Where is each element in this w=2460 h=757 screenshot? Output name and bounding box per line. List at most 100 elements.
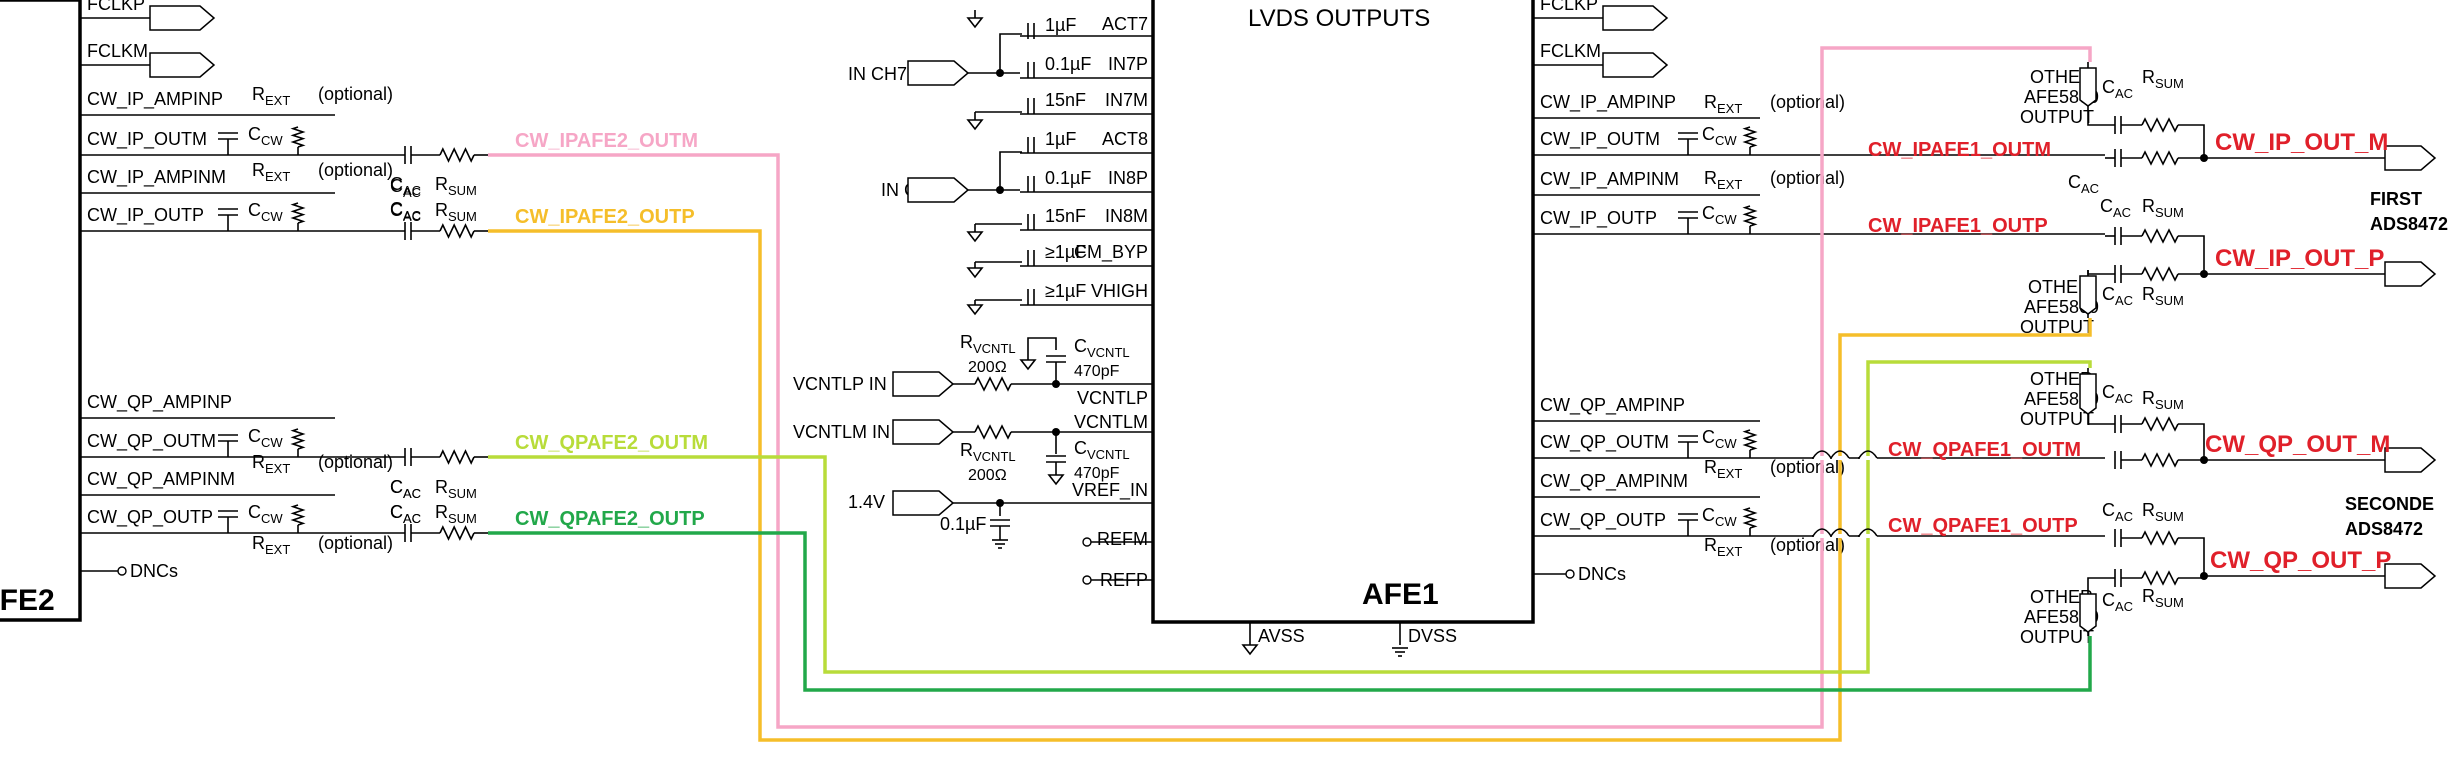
cac-label: CAC bbox=[2102, 382, 2133, 406]
rsum-label: RSUM bbox=[2142, 284, 2184, 308]
optional-label: (optional) bbox=[1770, 168, 1845, 188]
port-symbol bbox=[892, 419, 955, 445]
input-port-label: IN CH7 bbox=[848, 64, 907, 84]
wire bbox=[2178, 235, 2205, 274]
afe2-pin-label: CW_QP_AMPINM bbox=[87, 469, 235, 490]
adc-label: ADS8472 bbox=[2345, 519, 2423, 539]
cvcntl-value: 470pF bbox=[1074, 465, 1120, 482]
resistor-symbol bbox=[2141, 530, 2179, 546]
afe2-outline bbox=[0, 0, 82, 622]
resistor-symbol bbox=[2141, 150, 2179, 166]
wire bbox=[1027, 337, 1057, 360]
input-stub-symbol bbox=[2079, 373, 2097, 415]
wire bbox=[974, 111, 1022, 120]
afe1-left-pin: ACT8 bbox=[1102, 129, 1148, 149]
other-afe-label: OUTPUT bbox=[2020, 317, 2094, 337]
input-port-label: VCNTLP IN bbox=[793, 374, 887, 394]
afe2-pin-label: CW_IP_AMPINM bbox=[87, 167, 226, 188]
ground-symbol bbox=[966, 17, 984, 29]
rsum-label: RSUM bbox=[435, 477, 477, 501]
afe1-left-pin: IN7M bbox=[1105, 90, 1148, 110]
cac-label: CAC bbox=[390, 199, 421, 223]
wire-crossover-hop bbox=[1858, 450, 1878, 459]
rsum-label: RSUM bbox=[2142, 196, 2184, 220]
rext-label: REXT bbox=[1704, 92, 1742, 116]
resistor-symbol bbox=[974, 376, 1012, 392]
afe2-pin-label: CW_IP_AMPINP bbox=[87, 89, 223, 110]
resistor-symbol bbox=[1742, 126, 1758, 148]
afe1-outline bbox=[1151, 0, 1535, 624]
rsum-label: RSUM bbox=[2142, 388, 2184, 412]
rext-label: REXT bbox=[252, 84, 290, 108]
afe2-net-labels: CW_IPAFE2_OUTMCW_IPAFE2_OUTPCW_QPAFE2_OU… bbox=[515, 130, 708, 530]
resistor-symbol bbox=[1742, 429, 1758, 451]
ground-symbol bbox=[1047, 474, 1065, 486]
other-afe-label: OTHER bbox=[2030, 67, 2093, 87]
afe1-net-label: CW_IPAFE1_OUTM bbox=[1868, 139, 2051, 161]
ground-symbol bbox=[966, 231, 984, 243]
ccw-label: CCW bbox=[248, 124, 283, 148]
no-connect-marker bbox=[117, 566, 127, 576]
wire bbox=[974, 223, 1022, 232]
afe1-bottom-pin: AVSS bbox=[1258, 626, 1305, 646]
afe2-pin-label: CW_IP_OUTM bbox=[87, 129, 207, 150]
cac-label: CAC bbox=[2100, 196, 2131, 220]
resistor-symbol bbox=[290, 428, 306, 450]
wire bbox=[2087, 577, 2115, 588]
wire bbox=[2178, 423, 2205, 460]
rsum-label: RSUM bbox=[435, 502, 477, 526]
resistor-symbol bbox=[974, 424, 1012, 440]
cac-label: CAC bbox=[390, 477, 421, 501]
rsum-label: RSUM bbox=[435, 174, 477, 198]
ground-symbol bbox=[966, 267, 984, 279]
afe2-pin-label: CW_QP_OUTP bbox=[87, 507, 213, 528]
afe1-cap-value: 15nF bbox=[1045, 90, 1086, 110]
afe1-net-label: CW_IPAFE1_OUTP bbox=[1868, 215, 2048, 237]
optional-label: (optional) bbox=[1770, 457, 1845, 477]
rsum-label: RSUM bbox=[2142, 586, 2184, 610]
resistor-symbol bbox=[2141, 117, 2179, 133]
ccw-label: CCW bbox=[248, 200, 283, 224]
afe1-pin-label: CW_QP_AMPINP bbox=[1540, 395, 1685, 416]
route-qpafe2-outm bbox=[488, 360, 2092, 674]
wire bbox=[2087, 418, 2115, 425]
wire-crossover-hop bbox=[1812, 450, 1832, 459]
port-symbol bbox=[1602, 52, 1669, 78]
afe1-dncs-label: DNCs bbox=[1578, 564, 1626, 584]
afe1-block: LVDS OUTPUTSAFE1ACT7IN7PIN7MACT8IN8PIN8M… bbox=[793, 0, 1535, 657]
afe1-net-label: CW_QPAFE1_OUTP bbox=[1888, 515, 2078, 537]
input-port-label: VCNTLM IN bbox=[793, 422, 890, 442]
wire-crossover-hop bbox=[1812, 528, 1832, 537]
cac-label: CAC bbox=[390, 176, 421, 200]
adc-label: FIRST bbox=[2370, 189, 2422, 209]
port-symbol bbox=[2384, 447, 2437, 473]
cac-label: CAC bbox=[390, 174, 421, 198]
afe2-block: AFE2FCLKPFCLKMCW_IP_AMPINPCW_IP_OUTMCW_I… bbox=[0, 0, 488, 622]
cvcntl-label: CVCNTL bbox=[1074, 336, 1130, 360]
ccw-label: CCW bbox=[1702, 505, 1737, 529]
resistor-symbol bbox=[439, 449, 475, 465]
afe1-cap-value: 1µF bbox=[1045, 15, 1076, 35]
rext-label: REXT bbox=[1704, 457, 1742, 481]
cac-label: CAC bbox=[2102, 77, 2133, 101]
port-symbol bbox=[149, 5, 216, 31]
rext-label: REXT bbox=[1704, 168, 1742, 192]
output-net-label: CW_IP_OUT_M bbox=[2215, 129, 2388, 156]
afe1-left-pin: VREF_IN bbox=[1072, 480, 1148, 501]
optional-label: (optional) bbox=[1770, 92, 1845, 112]
afe2-pin-label: CW_QP_OUTM bbox=[87, 431, 216, 452]
afe1-pin-label: CW_IP_OUTM bbox=[1540, 129, 1660, 150]
afe1-cap-value: 0.1µF bbox=[1045, 54, 1091, 74]
afe1-clock-pin: FCLKP bbox=[1540, 0, 1598, 14]
afe2-net-label: CW_QPAFE2_OUTM bbox=[515, 432, 708, 454]
resistor-symbol bbox=[2141, 416, 2179, 432]
rext-label: REXT bbox=[252, 160, 290, 184]
rsum-label: RSUM bbox=[2142, 500, 2184, 524]
port-symbol bbox=[2384, 145, 2437, 171]
wire bbox=[974, 261, 1022, 268]
cac-label: CAC bbox=[390, 200, 421, 224]
afe1-right-section: FCLKPFCLKMCW_IP_AMPINPCW_IP_OUTMCW_IP_AM… bbox=[1533, 0, 2105, 584]
resistor-symbol bbox=[2141, 228, 2179, 244]
input-stub-symbol bbox=[2079, 67, 2097, 107]
